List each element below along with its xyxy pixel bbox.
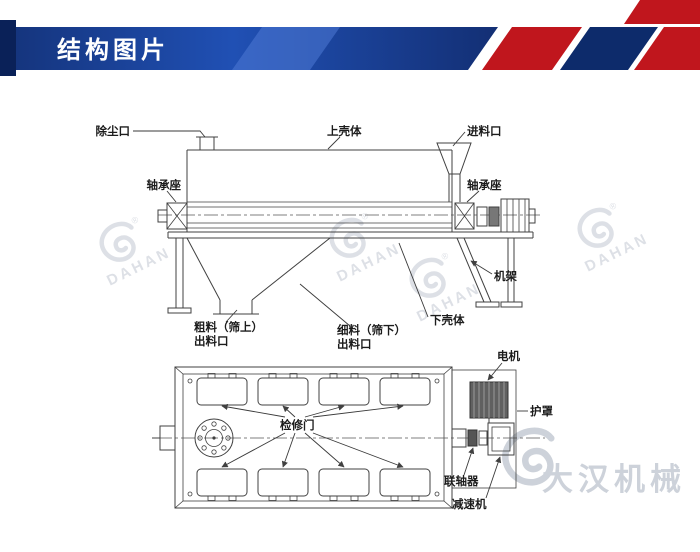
label-dust-port: 除尘口	[96, 124, 131, 138]
leader-inspection-door	[281, 432, 296, 468]
leader-inspection-door	[312, 403, 404, 418]
leader-dust-port	[133, 130, 206, 138]
banner-red-stripe-2	[634, 27, 700, 70]
inspection-door-rect	[379, 377, 431, 406]
side-view-drawing	[157, 136, 543, 315]
leader-bearing-right	[466, 190, 480, 203]
inspection-doors-bottom-row	[196, 468, 431, 501]
inspection-door-rect	[318, 468, 370, 497]
brand-watermark-text: 大汉机械	[542, 462, 686, 497]
page-title: 结构图片	[57, 36, 169, 64]
dust-port-shape	[196, 136, 218, 151]
label-frame: 机架	[494, 269, 517, 283]
leader-inspection-door	[304, 404, 345, 418]
right-bearing-shape	[454, 202, 475, 230]
watermark-text: DAHAN	[334, 240, 404, 286]
registered-mark: ®	[608, 200, 619, 212]
motor-shape	[469, 381, 509, 423]
end-flange-shape	[152, 418, 234, 458]
leader-bearing-left	[166, 190, 177, 203]
leader-coupling	[463, 447, 475, 476]
coupling-shape	[478, 430, 488, 446]
leader-upper-shell	[327, 136, 341, 150]
dahan-watermark: ® DAHAN	[317, 210, 404, 286]
label-feed-inlet: 进料口	[467, 124, 502, 138]
label-upper-shell: 上壳体	[327, 124, 362, 138]
inspection-door-rect	[196, 377, 248, 406]
label-bearing-left: 轴承座	[147, 178, 182, 192]
label-reducer: 减速机	[452, 497, 487, 511]
banner-corner-wedge	[624, 0, 700, 24]
left-bearing-shape	[157, 202, 188, 230]
label-coarse-outlet-line2: 出料口	[194, 334, 229, 348]
leader-inspection-door	[304, 432, 345, 468]
label-coarse-outlet-line1: 粗料（筛上）	[194, 320, 263, 334]
inspection-door-rect	[318, 377, 370, 406]
top-view-labels: 检修门 电机 护罩 联轴器 减速机	[221, 349, 553, 511]
leader-inspection-door	[282, 405, 296, 418]
inspection-door-rect	[196, 468, 248, 497]
leader-fine-outlet	[299, 283, 351, 327]
dahan-watermark: ® DAHAN	[565, 200, 652, 276]
registered-mark: ®	[360, 210, 371, 222]
shaft-block	[451, 428, 467, 448]
coupling-shape	[467, 429, 478, 447]
banner-red-stripe-1	[482, 27, 582, 70]
label-fine-outlet-line1: 细料（筛下）	[337, 323, 406, 337]
leader-frame	[470, 260, 493, 275]
inspection-door-rect	[257, 468, 309, 497]
label-fine-outlet-line2: 出料口	[337, 337, 372, 351]
registered-mark: ®	[130, 214, 141, 226]
watermark-text: DAHAN	[104, 244, 174, 290]
leader-inspection-door	[312, 432, 404, 468]
label-bearing-right: 轴承座	[467, 178, 502, 192]
label-guard: 护罩	[530, 404, 553, 418]
label-lower-shell: 下壳体	[430, 313, 465, 327]
banner-highlight-stripe	[232, 27, 340, 70]
leader-inspection-door	[221, 432, 286, 468]
leader-inspection-door	[221, 403, 286, 418]
registered-mark: ®	[440, 250, 451, 262]
reducer-shape	[487, 422, 515, 456]
banner-left-block	[0, 20, 16, 76]
brand-watermark: 大汉机械	[499, 425, 686, 497]
banner-navy-stripe	[560, 27, 658, 70]
discharge-hopper-shape	[186, 237, 331, 315]
label-inspection-door: 检修门	[280, 418, 315, 432]
dahan-watermark: ® DAHAN	[87, 214, 174, 290]
drive-train-top-view	[451, 369, 517, 489]
base-frame-shape	[167, 231, 534, 314]
inspection-door-rect	[257, 377, 309, 406]
top-view-drawing	[152, 366, 545, 509]
watermark-text: DAHAN	[582, 230, 652, 276]
header-banner: 结构图片	[0, 0, 700, 76]
inspection-door-rect	[379, 468, 431, 497]
drive-unit-shape	[476, 198, 536, 233]
leader-feed-inlet	[452, 131, 466, 147]
inspection-doors-top-row	[196, 373, 431, 406]
leader-lower-shell	[398, 242, 429, 318]
leader-coarse-outlet	[225, 309, 238, 323]
label-coupling: 联轴器	[444, 474, 479, 488]
feed-hopper-shape	[436, 142, 472, 202]
leader-reducer	[485, 456, 502, 499]
side-view-labels: 除尘口 上壳体 进料口 轴承座 轴承座 机架 下壳体 粗料（筛上） 出料口 细料…	[96, 124, 518, 351]
leader-motor	[487, 362, 503, 381]
label-motor: 电机	[497, 349, 520, 363]
dahan-watermark: ® DAHAN	[397, 250, 484, 325]
